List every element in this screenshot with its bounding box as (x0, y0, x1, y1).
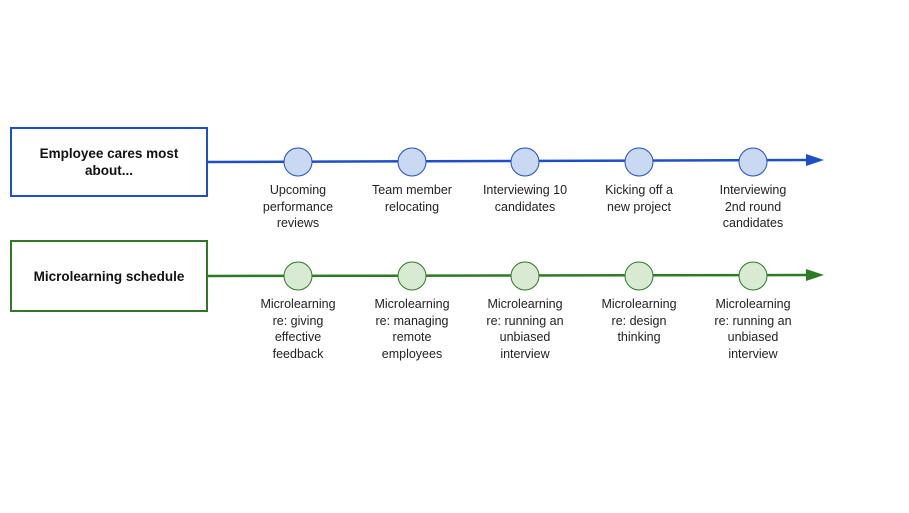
microlearning-item-2-label: Microlearning re: managing remote employ… (374, 297, 450, 361)
employee-node-1 (283, 147, 313, 177)
employee-item-2-label: Team member relocating (372, 183, 452, 214)
employee-node-3 (510, 147, 540, 177)
employee-cares-box: Employee cares most about... (10, 127, 208, 197)
microlearning-schedule-box: Microlearning schedule (10, 240, 208, 312)
employee-item-5-label: Interviewing 2nd round candidates (719, 183, 787, 230)
microlearning-node-3 (510, 261, 540, 291)
employee-node-2 (397, 147, 427, 177)
employee-item-1-label: Upcoming performance reviews (262, 183, 334, 230)
microlearning-schedule-title: Microlearning schedule (33, 268, 185, 284)
microlearning-item-1-label: Microlearning re: giving effective feedb… (260, 297, 336, 361)
employee-node-4 (624, 147, 654, 177)
microlearning-node-1 (283, 261, 313, 291)
microlearning-node-4 (624, 261, 654, 291)
employee-item-3-label: Interviewing 10 candidates (482, 183, 568, 214)
microlearning-node-5 (738, 261, 768, 291)
employee-timeline-arrowhead (806, 154, 824, 166)
employee-item-4-label: Kicking off a new project (605, 183, 673, 214)
microlearning-timeline-arrowhead (806, 269, 824, 281)
employee-node-5 (738, 147, 768, 177)
microlearning-node-2 (397, 261, 427, 291)
microlearning-item-4-label: Microlearning re: design thinking (601, 297, 677, 344)
microlearning-item-3-label: Microlearning re: running an unbiased in… (486, 297, 564, 361)
microlearning-item-5-label: Microlearning re: running an unbiased in… (714, 297, 792, 361)
employee-cares-title: Employee cares most about... (39, 146, 179, 178)
